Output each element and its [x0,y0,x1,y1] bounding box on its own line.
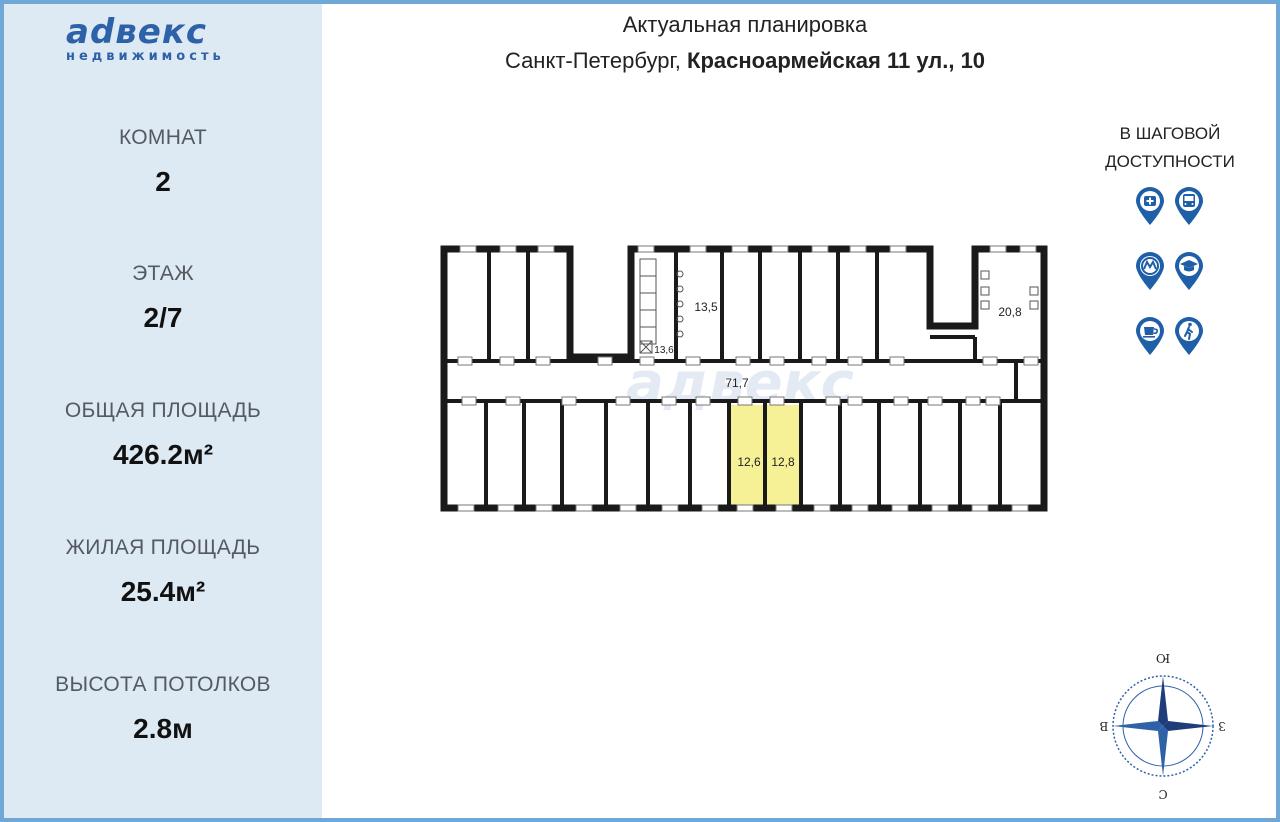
address-street: Красноармейская 11 ул., 10 [687,48,986,73]
address-line: Санкт-Петербург, Красноармейская 11 ул.,… [330,46,1160,76]
walking-distance-title: В ШАГОВОЙ ДОСТУПНОСТИ [1090,120,1250,176]
stat-floor-label: ЭТАЖ [132,262,194,285]
company-logo[interactable]: аdвекс недвижимость [66,14,266,64]
stat-ceiling-height-label: ВЫСОТА ПОТОЛКОВ [55,673,271,696]
cafe-icon[interactable] [1134,316,1166,356]
floor-plan-drawing: адвекс [440,245,1048,512]
compass-south: С [1158,787,1167,800]
compass-north: Ю [1156,651,1170,665]
address-city: Санкт-Петербург, [504,48,681,73]
school-icon[interactable] [1173,251,1205,291]
stat-total-area-label: ОБЩАЯ ПЛОЩАДЬ [64,399,262,422]
stat-ceiling-height-value: 2.8м [133,713,193,744]
corridor-label: 71,7 [725,376,749,390]
stat-total-area-value: 426.2м² [112,439,214,470]
stat-total-area: ОБЩАЯ ПЛОЩАДЬ 426.2м² [4,397,322,475]
stat-living-area: ЖИЛАЯ ПЛОЩАДЬ 25.4м² [4,534,322,612]
compass-west: В [1099,719,1108,733]
room-label-e: 12,8 [771,455,795,469]
page-title: Актуальная планировка [622,12,868,37]
stat-floor: ЭТАЖ 2/7 [4,260,322,338]
compass-rose: Ю С З В [1098,650,1228,801]
logo-wordmark: аdвекс [66,12,208,52]
room-label-b: 20,8 [998,305,1022,319]
stat-rooms-label: КОМНАТ [119,126,207,149]
stat-living-area-label: ЖИЛАЯ ПЛОЩАДЬ [65,536,261,559]
hospital-icon[interactable] [1134,186,1166,226]
pedestrian-icon[interactable] [1173,316,1205,356]
stat-ceiling-height: ВЫСОТА ПОТОЛКОВ 2.8м [4,671,322,749]
metro-icon[interactable] [1134,251,1166,291]
room-label-c: 13,6 [654,345,674,356]
room-label-d: 12,6 [737,455,761,469]
walking-title-line2: ДОСТУПНОСТИ [1105,152,1235,171]
room-label-a: 13,5 [694,300,718,314]
bus-icon[interactable] [1173,186,1205,226]
stat-rooms-value: 2 [155,166,171,197]
walking-title-line1: В ШАГОВОЙ [1119,124,1221,143]
floor-plan: адвекс [440,244,1052,514]
stat-floor-value: 2/7 [143,302,183,333]
sidebar: аdвекс недвижимость КОМНАТ 2 ЭТАЖ 2/7 ОБ… [4,4,322,818]
compass-east: З [1218,719,1225,733]
logo-tagline: недвижимость [66,49,225,64]
stat-rooms: КОМНАТ 2 [4,124,322,202]
stat-living-area-value: 25.4м² [120,576,206,607]
